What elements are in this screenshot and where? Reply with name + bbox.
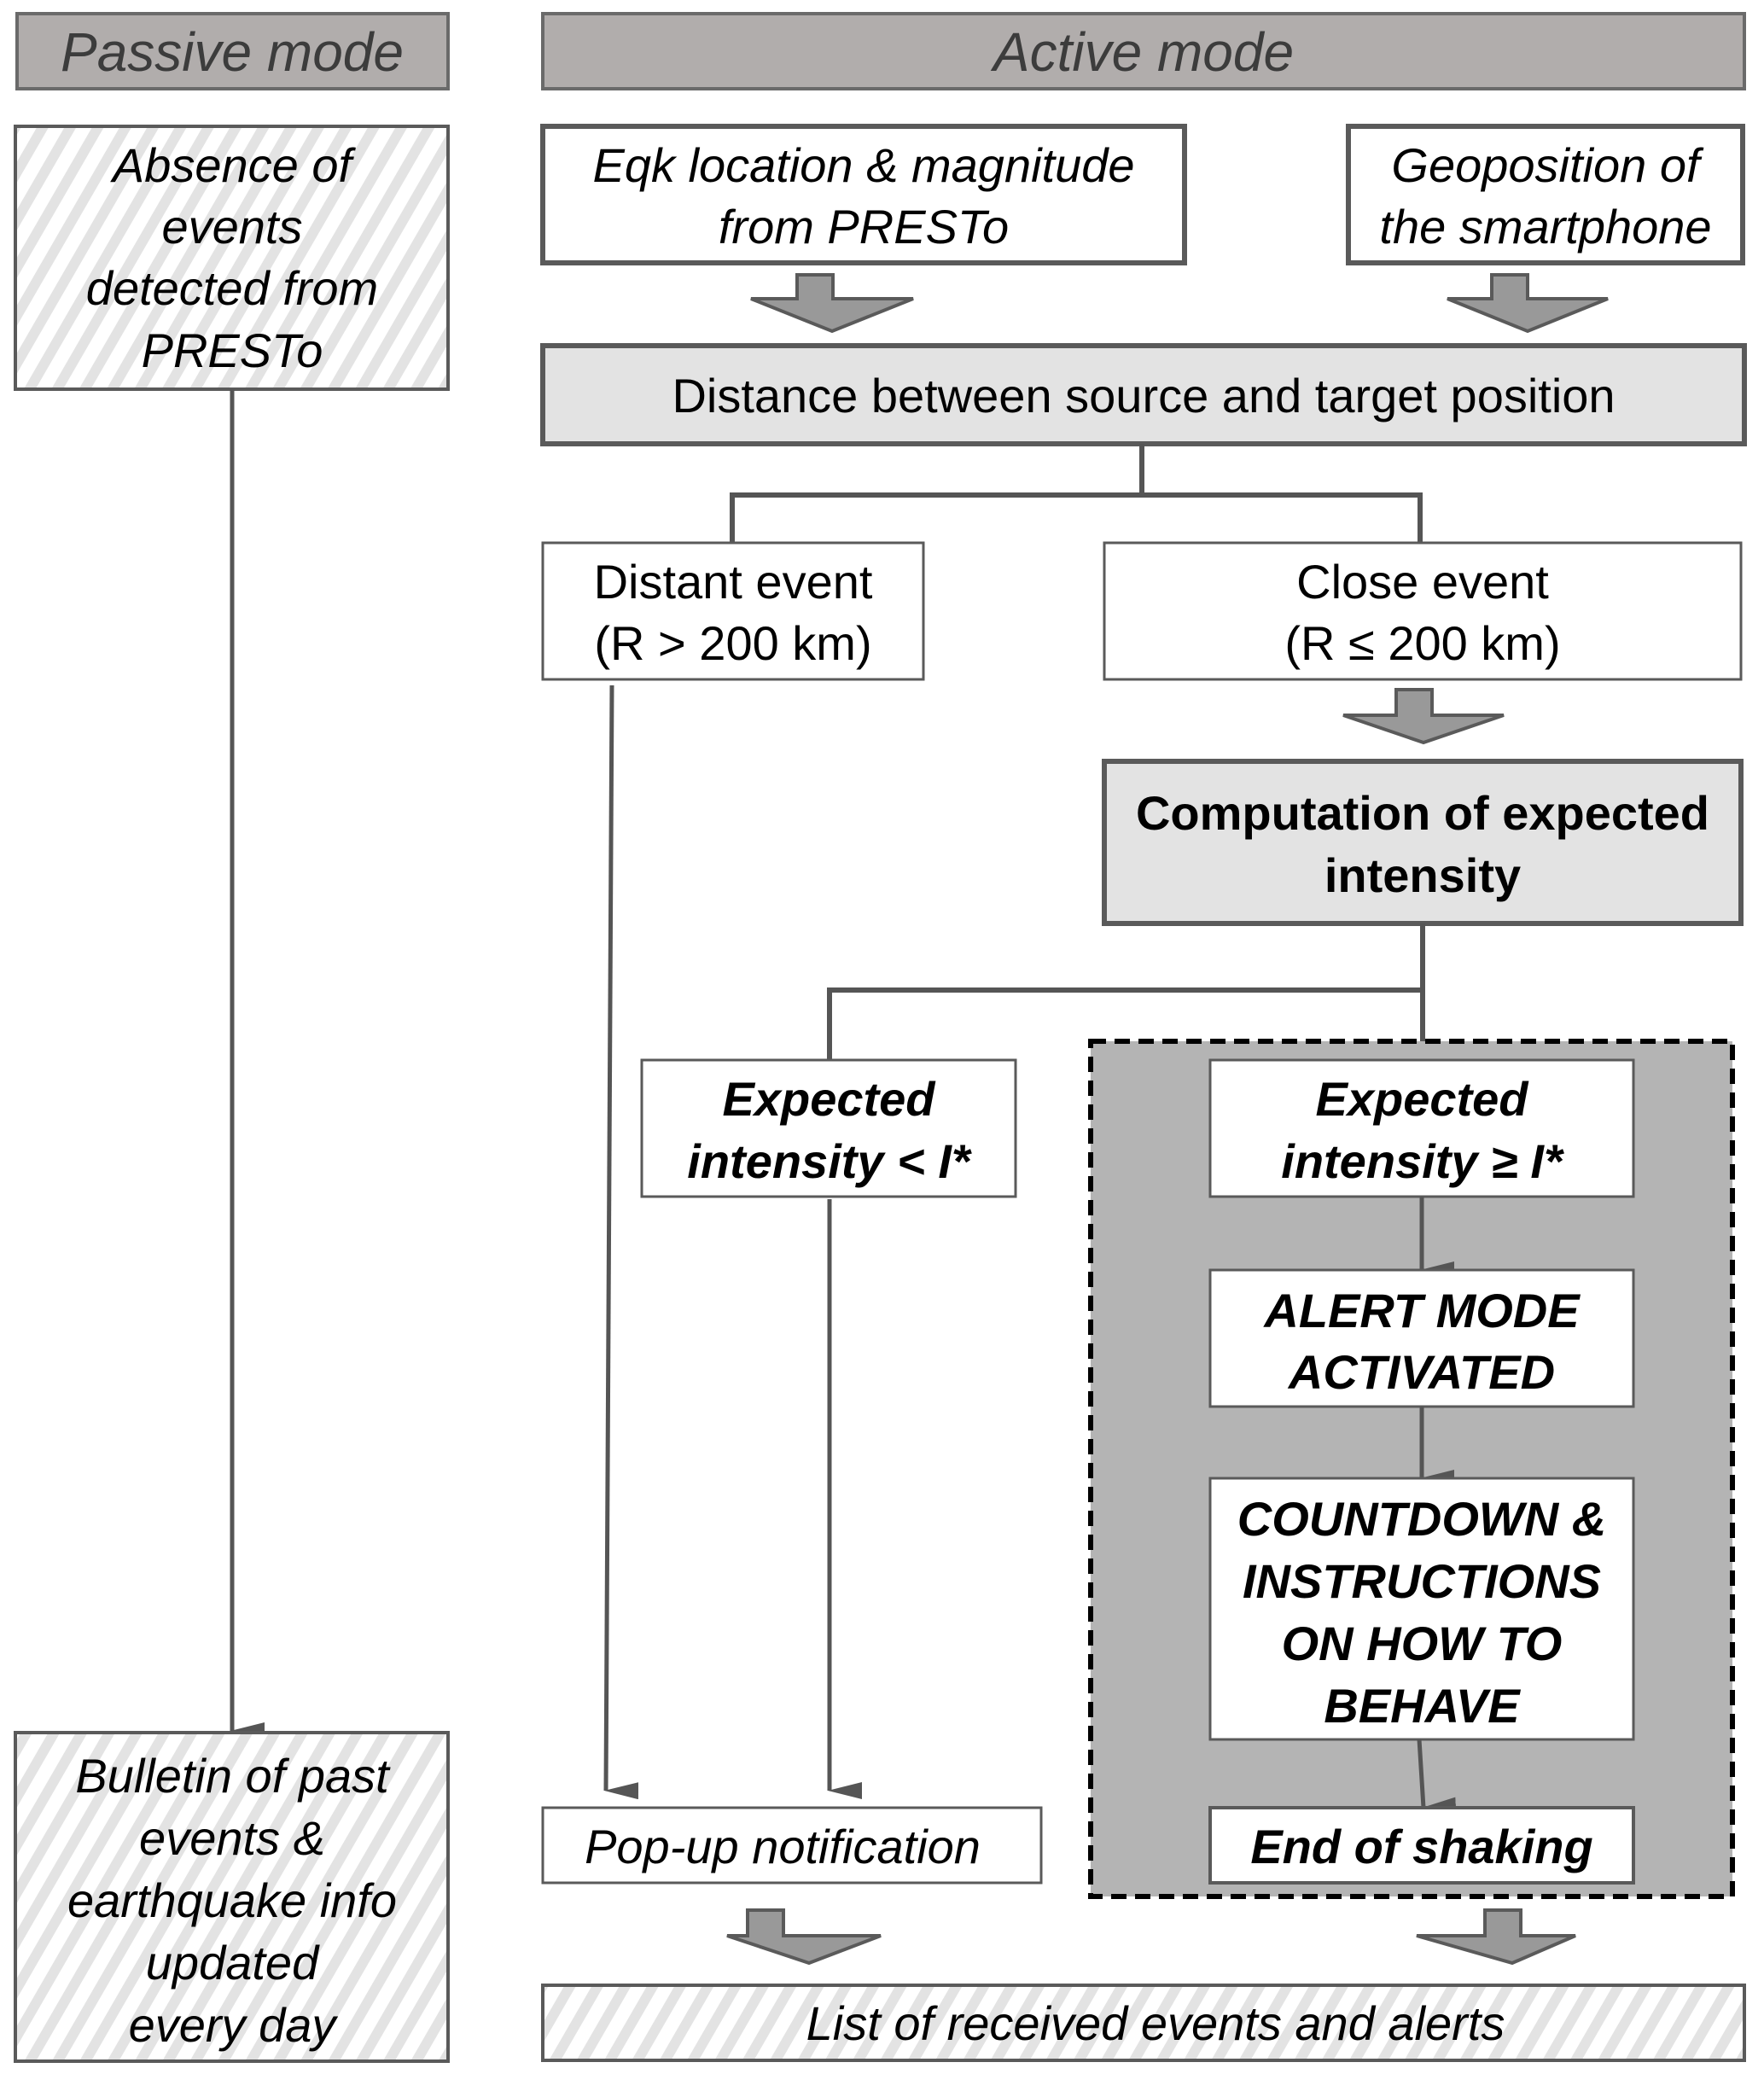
alert-line-1: ALERT MODE	[1262, 1284, 1581, 1337]
bulletin-line-1: Bulletin of past	[75, 1749, 391, 1803]
list-label: List of received events and alerts	[806, 1996, 1505, 2050]
geoposition-box: Geoposition of the smartphone	[1346, 124, 1745, 265]
geo-line-2: the smartphone	[1379, 200, 1711, 253]
passive-mode-header: Passive mode	[15, 12, 450, 90]
bulletin-line-3: earthquake info	[67, 1873, 397, 1927]
block-arrow-icon	[1342, 688, 1505, 745]
eqk-line-1: Eqk location & magnitude	[592, 138, 1134, 192]
countdown-line-3: ON HOW TO	[1282, 1617, 1563, 1670]
distance-label: Distance between source and target posit…	[672, 369, 1615, 422]
high-intensity-line-2: intensity ≥ I*	[1281, 1134, 1564, 1188]
distance-box: Distance between source and target posit…	[540, 343, 1747, 446]
bulletin-line-4: updated	[146, 1936, 320, 1990]
distance-branch-connector	[730, 444, 1423, 543]
block-arrow-icon	[1416, 1908, 1576, 1966]
countdown-line-1: COUNTDOWN &	[1237, 1492, 1606, 1546]
bulletin-line-5: every day	[129, 1998, 339, 2052]
end-shaking-flow-arrow	[1417, 1739, 1457, 1815]
eqk-line-2: from PRESTo	[719, 200, 1009, 253]
computation-box: Computation of expected intensity	[1102, 759, 1744, 926]
high-intensity-line-1: Expected	[1316, 1072, 1530, 1126]
alert-line-2: ACTIVATED	[1287, 1345, 1555, 1399]
active-mode-label: Active mode	[990, 21, 1294, 83]
low-intensity-box: Expected intensity < I*	[640, 1058, 1017, 1198]
passive-mode-label: Passive mode	[61, 21, 404, 83]
alert-mode-box: ALERT MODE ACTIVATED	[1208, 1268, 1635, 1408]
close-line-2: (R ≤ 200 km)	[1284, 616, 1560, 670]
countdown-line-4: BEHAVE	[1324, 1679, 1521, 1733]
close-event-box: Close event (R ≤ 200 km)	[1103, 541, 1743, 681]
computation-line-2: intensity	[1324, 848, 1521, 902]
computation-line-1: Computation of expected	[1136, 786, 1709, 840]
block-arrow-icon	[1447, 273, 1609, 334]
distant-line-2: (R > 200 km)	[594, 616, 871, 670]
geo-line-1: Geoposition of	[1391, 138, 1704, 192]
intensity-branch-connector	[827, 923, 1425, 1060]
block-arrow-icon	[726, 1908, 882, 1966]
high-intensity-box: Expected intensity ≥ I*	[1208, 1058, 1635, 1198]
low-intensity-line-1: Expected	[723, 1072, 937, 1126]
block-arrow-icon	[750, 273, 914, 334]
bulletin-box: Bulletin of past events & earthquake inf…	[14, 1731, 450, 2063]
distant-event-box: Distant event (R > 200 km)	[541, 541, 925, 681]
absence-line-2: events	[162, 200, 303, 253]
countdown-line-2: INSTRUCTIONS	[1243, 1554, 1601, 1608]
close-line-1: Close event	[1296, 555, 1549, 609]
absence-line-4: PRESTo	[142, 323, 323, 377]
bulletin-line-2: events &	[139, 1811, 325, 1865]
popup-notification-box: Pop-up notification	[541, 1806, 1043, 1885]
popup-label: Pop-up notification	[585, 1820, 981, 1873]
end-shaking-label: End of shaking	[1250, 1820, 1592, 1873]
absence-line-1: Absence of	[110, 138, 357, 192]
countdown-box: COUNTDOWN & INSTRUCTIONS ON HOW TO BEHAV…	[1208, 1477, 1635, 1741]
absence-of-events-box: Absence of events detected from PRESTo	[14, 125, 450, 391]
active-mode-header: Active mode	[541, 12, 1746, 90]
eqk-location-box: Eqk location & magnitude from PRESTo	[540, 124, 1187, 265]
distant-flow-arrow	[603, 685, 639, 1800]
low-intensity-line-2: intensity < I*	[687, 1134, 972, 1188]
distant-line-1: Distant event	[594, 555, 873, 609]
end-of-shaking-box: End of shaking	[1208, 1806, 1635, 1885]
received-events-list-box: List of received events and alerts	[541, 1984, 1746, 2062]
absence-line-3: detected from	[86, 261, 378, 315]
